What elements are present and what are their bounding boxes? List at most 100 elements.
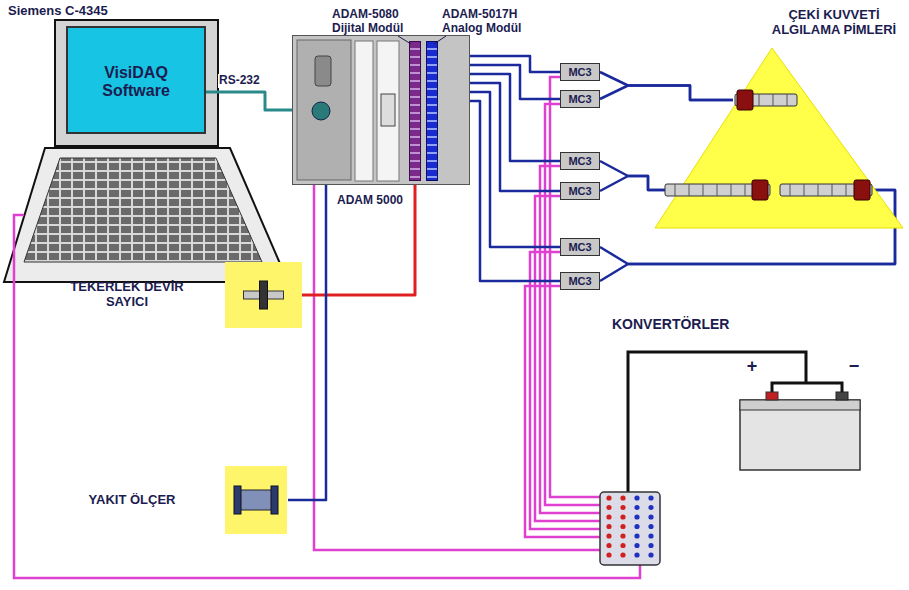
node-label: ÇEKİ KUVVETİ ALGILAMA PİMLERİ [765, 8, 903, 38]
pin-sensor [752, 180, 768, 200]
converter-box: MC3 [560, 272, 600, 290]
node-label: MC3 [561, 275, 599, 288]
text-holder: + [744, 356, 760, 377]
terminal-dot [620, 533, 625, 538]
pin-groove [703, 184, 704, 196]
battery-body [740, 400, 860, 470]
serial-port [312, 102, 330, 120]
terminal-dot [648, 533, 653, 538]
db-connector [315, 56, 331, 86]
terminal-dot [648, 505, 653, 510]
pin-sensor [737, 90, 753, 110]
terminal-dot [634, 505, 639, 510]
signal-wire [206, 92, 292, 110]
pin-groove [790, 184, 791, 196]
meter-flange [271, 486, 278, 514]
terminal-dot [606, 495, 611, 500]
sensor-disc [260, 281, 268, 309]
node-label: MC3 [561, 93, 599, 106]
hitch-triangle [655, 48, 903, 228]
terminal-dot [634, 552, 639, 557]
battery-wire [772, 383, 842, 392]
terminal-dot [620, 524, 625, 529]
sensor-art [62, 262, 302, 328]
node-label: Siemens C-4345 [8, 4, 158, 19]
yellow-panel [225, 466, 287, 534]
positive-terminal [766, 392, 778, 400]
label-holder: KONVERTÖRLER [612, 316, 729, 332]
pin-groove [804, 184, 805, 196]
power-wire [314, 185, 600, 550]
signal-wire [288, 185, 326, 500]
node-label: + [744, 356, 760, 377]
pin-groove [759, 94, 760, 106]
power-wire [535, 196, 600, 521]
power-wires [525, 77, 600, 537]
digital-module: ADAM-5080 Dijital Modül [409, 41, 421, 181]
text-holder: ADAM 5000 [337, 194, 427, 208]
terminal-block [600, 492, 660, 565]
leader-line [398, 36, 411, 44]
node-label: − [846, 356, 862, 377]
node-label: MC3 [561, 241, 599, 254]
fuel-meter: YAKIT ÖLÇER [72, 466, 288, 534]
text-holder: VisiDAQ Software [78, 64, 194, 101]
power-wire [540, 166, 600, 513]
slot-connector [381, 94, 395, 126]
power-wire [545, 104, 600, 505]
text-holder: MC3 [561, 275, 599, 288]
converter-box: MC3 [560, 90, 600, 108]
text-holder: MC3 [561, 66, 599, 79]
terminal-dot [634, 514, 639, 519]
node-label: ADAM-5017H Analog Modül [442, 8, 542, 36]
edge-label: RS-232 [218, 74, 261, 88]
text-holder: MC3 [561, 155, 599, 168]
empty-slot [377, 41, 399, 181]
pin-groove [846, 184, 847, 196]
adam-rack: ADAM 5000ADAM-5080 Dijital ModülADAM-501… [292, 35, 470, 185]
pin-groove [717, 184, 718, 196]
converter-box: MC3 [560, 238, 600, 256]
battery: +− [738, 356, 864, 474]
empty-slot [355, 41, 373, 181]
battery-lid [740, 400, 860, 410]
text-holder: MC3 [561, 93, 599, 106]
signal-wire [600, 176, 665, 191]
meter-flange [234, 486, 241, 514]
terminal-dot [606, 514, 611, 519]
terminal-dot [620, 505, 625, 510]
signal-wire [600, 161, 665, 190]
terminal-dot [634, 533, 639, 538]
analog-module: ADAM-5017H Analog Modül [426, 41, 438, 181]
converter-box: MC3 [560, 182, 600, 200]
wheel-counter: TEKERLEK DEVİR SAYICI [62, 262, 302, 328]
rack-art [293, 36, 471, 186]
text-holder: MC3 [561, 241, 599, 254]
terminal-dot [620, 552, 625, 557]
pin-groove [832, 184, 833, 196]
converter-box: MC3 [560, 152, 600, 170]
frame-art [652, 4, 907, 230]
group-label: KONVERTÖRLER [612, 316, 729, 332]
pin-groove [731, 184, 732, 196]
pin-groove [773, 94, 774, 106]
leader-line [434, 36, 446, 44]
keyboard [24, 158, 262, 262]
pin-groove [689, 184, 690, 196]
terminal-dot [634, 543, 639, 548]
power-module [297, 40, 351, 180]
pin-groove [745, 184, 746, 196]
signal-wire [600, 72, 733, 100]
yellow-panel [225, 262, 302, 328]
text-holder: MC3 [561, 185, 599, 198]
node-label: VisiDAQ Software [78, 64, 194, 101]
terminal-dot [634, 524, 639, 529]
terminal-dot [606, 552, 611, 557]
converter-box: MC3 [560, 63, 600, 81]
text-holder: TEKERLEK DEVİR SAYICI [62, 280, 192, 310]
signal-wire [600, 86, 733, 101]
negative-terminal [836, 392, 848, 400]
pin-groove [818, 184, 819, 196]
